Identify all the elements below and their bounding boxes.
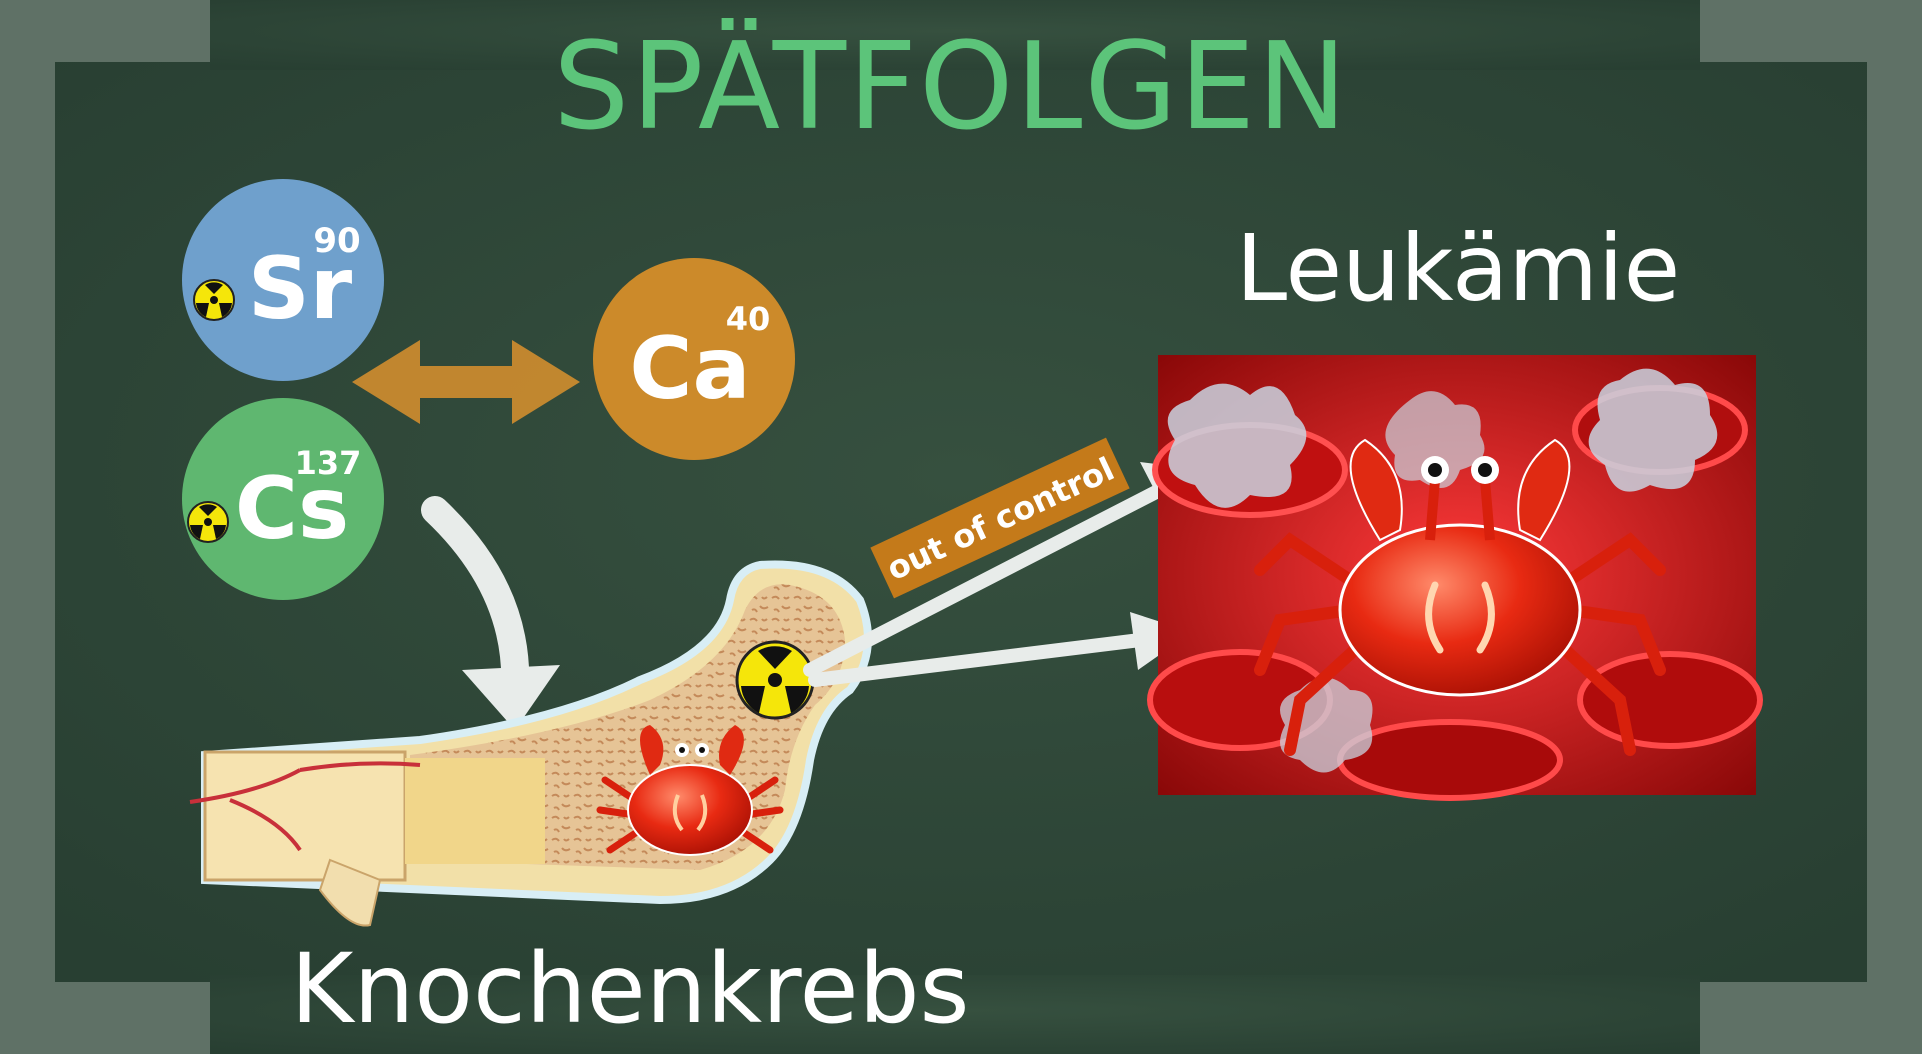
- radiation-icon: [193, 279, 235, 321]
- double-arrow-icon: [352, 340, 580, 424]
- page-title: SPÄTFOLGEN: [553, 18, 1349, 157]
- caesium-element: Cs 137: [182, 398, 384, 600]
- radiation-icon: [735, 640, 815, 720]
- bone-cancer-label: Knochenkrebs: [290, 933, 969, 1045]
- element-mass: 137: [295, 444, 362, 482]
- strontium-element: Sr 90: [182, 179, 384, 381]
- element-mass: 90: [313, 221, 360, 261]
- leukemia-image: [1147, 355, 1763, 801]
- element-symbol: Sr: [248, 239, 353, 339]
- crab-icon: [596, 725, 784, 856]
- crab-icon: [1254, 438, 1666, 756]
- element-symbol: Cs: [235, 459, 349, 559]
- element-mass: 40: [726, 300, 771, 338]
- calcium-element: Ca 40: [593, 258, 795, 460]
- leukemia-label: Leukämie: [1236, 215, 1680, 322]
- radiation-icon: [187, 501, 229, 543]
- white-arrow-icon: [421, 496, 560, 730]
- element-symbol: Ca: [629, 319, 750, 419]
